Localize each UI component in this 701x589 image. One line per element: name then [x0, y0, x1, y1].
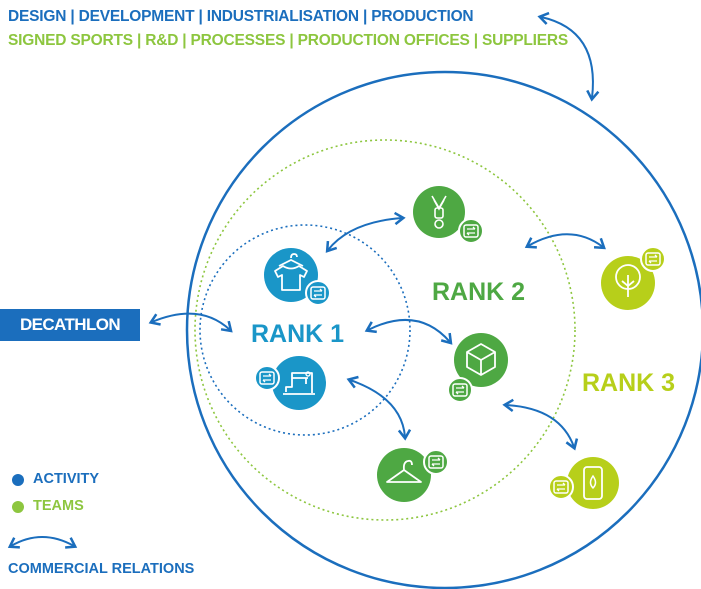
teams-legend-dot — [12, 501, 24, 513]
exchange-badge-icon — [458, 218, 484, 244]
exchange-badge-icon — [447, 377, 473, 403]
relation-arrow-header — [537, 11, 600, 102]
exchange-badge-icon — [254, 365, 280, 391]
decathlon-logo: DECATHLON — [0, 309, 140, 341]
relation-arrow-decathlon-rank1 — [148, 312, 233, 333]
exchange-badge-icon — [423, 449, 449, 475]
box-icon — [454, 333, 508, 387]
relation-arrow-zipper-tree — [524, 233, 606, 250]
sewing-machine-icon — [272, 356, 326, 410]
rank1-label: RANK 1 — [251, 320, 344, 348]
relation-arrow-rank1-box — [364, 318, 453, 345]
rank2-label: RANK 2 — [432, 278, 525, 306]
exchange-badge-icon — [548, 474, 574, 500]
tshirt-hanger-icon — [264, 248, 318, 302]
legend-commercial-relations-label: COMMERCIAL RELATIONS — [8, 561, 195, 577]
relation-arrow-box-bottle — [502, 398, 579, 451]
activity-legend-dot — [12, 474, 24, 486]
header-activities: DESIGN | DEVELOPMENT | INDUSTRIALISATION… — [8, 8, 474, 25]
bottle-icon — [567, 457, 619, 509]
relation-arrow-tshirt-zipper — [325, 211, 406, 253]
exchange-badge-icon — [640, 246, 666, 272]
commercial-relations-legend-arrow — [7, 536, 78, 549]
header-teams: SIGNED SPORTS | R&D | PROCESSES | PRODUC… — [8, 32, 569, 49]
clothes-hanger-icon — [377, 448, 431, 502]
exchange-badge-icon — [305, 280, 331, 306]
zipper-icon — [413, 186, 465, 238]
rank3-label: RANK 3 — [582, 369, 675, 397]
legend-activity-label: ACTIVITY — [33, 471, 100, 487]
relation-arrow-sewing-hanger — [346, 375, 412, 441]
tree-icon — [601, 256, 655, 310]
legend-teams-label: TEAMS — [33, 498, 84, 514]
